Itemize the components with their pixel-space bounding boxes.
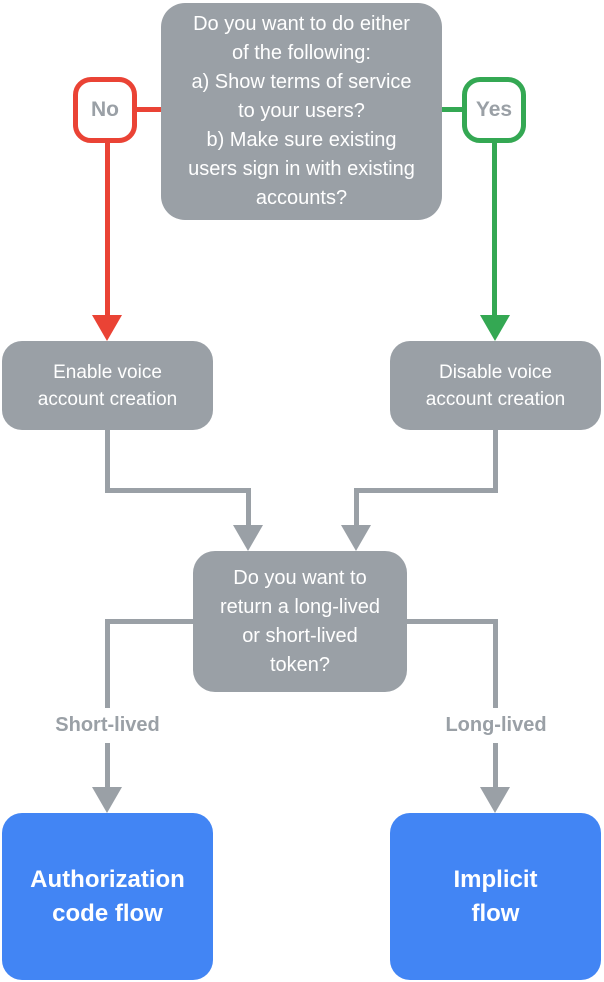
disable-to-question-arrowhead-icon (341, 525, 371, 551)
long-lived-vertical-line (493, 619, 498, 789)
yes-branch-arrowhead-icon (480, 315, 510, 341)
short-lived-horizontal-line (105, 619, 195, 624)
long-lived-arrowhead-icon (480, 787, 510, 813)
no-branch-horizontal-line (136, 107, 162, 112)
enable-to-question-vertical-line-1 (105, 430, 110, 493)
enable-voice-node: Enable voice account creation (2, 341, 213, 430)
short-lived-vertical-line (105, 619, 110, 789)
disable-to-question-vertical-line-1 (493, 430, 498, 493)
token-question-node: Do you want to return a long-lived or sh… (193, 551, 407, 692)
authorization-code-flow-node: Authorization code flow (2, 813, 213, 980)
enable-to-question-arrowhead-icon (233, 525, 263, 551)
implicit-flow-node: Implicit flow (390, 813, 601, 980)
no-branch-arrowhead-icon (92, 315, 122, 341)
long-lived-edge-label: Long-lived (412, 708, 580, 743)
root-question-node: Do you want to do either of the followin… (161, 3, 442, 220)
no-branch-vertical-line (105, 140, 110, 316)
yes-branch-vertical-line (492, 140, 497, 316)
no-badge: No (73, 77, 137, 143)
enable-to-question-vertical-line-2 (246, 488, 251, 527)
yes-badge: Yes (462, 77, 526, 143)
enable-to-question-horizontal-line (105, 488, 251, 493)
disable-to-question-vertical-line-2 (354, 488, 359, 527)
disable-to-question-horizontal-line (354, 488, 498, 493)
short-lived-arrowhead-icon (92, 787, 122, 813)
short-lived-edge-label: Short-lived (23, 708, 192, 743)
long-lived-horizontal-line (407, 619, 497, 624)
yes-branch-horizontal-line (442, 107, 468, 112)
disable-voice-node: Disable voice account creation (390, 341, 601, 430)
